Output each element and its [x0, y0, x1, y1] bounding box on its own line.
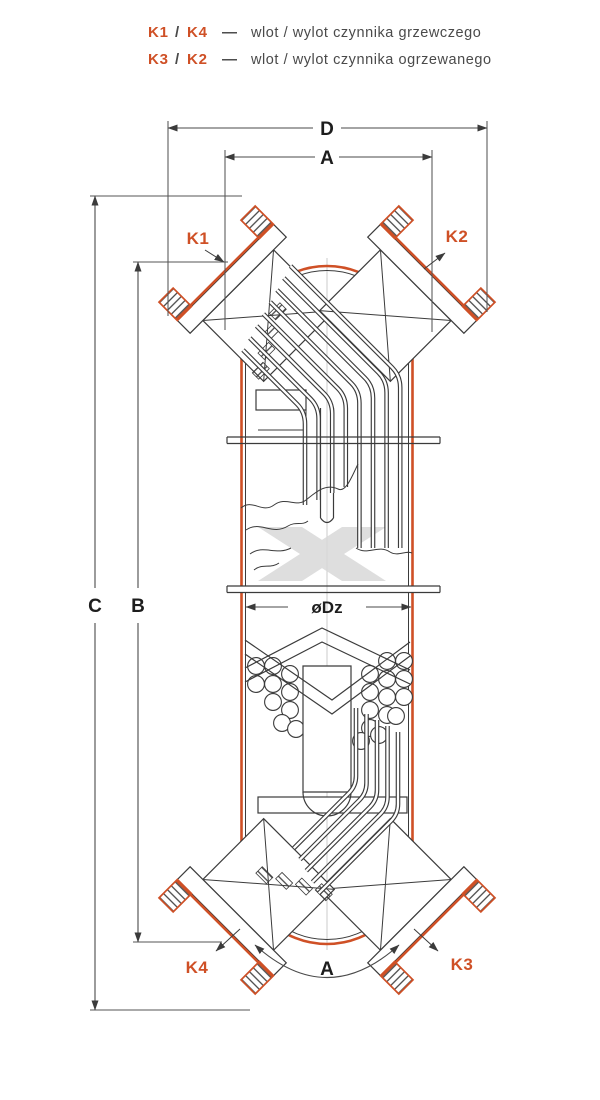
- joint-upper: [226, 436, 441, 445]
- nozzle-label-k1: K1: [187, 229, 210, 248]
- dimension-a-top: A: [224, 148, 433, 332]
- tube-bundle-upper: [241, 264, 403, 548]
- baffle-plate-upper: [255, 389, 307, 470]
- dim-label-a-bottom: A: [320, 959, 334, 980]
- leader-k2: [423, 252, 446, 270]
- shell-walls-orange: [240, 352, 414, 858]
- nozzle-label-k3: K3: [451, 955, 474, 974]
- legend: K1 / K4 — wlot / wylot czynnika grzewcze…: [148, 24, 492, 68]
- legend-slash-1: /: [175, 24, 180, 41]
- legend-code-k4: K4: [187, 24, 208, 41]
- leader-k4: [215, 928, 241, 952]
- dim-label-c: C: [88, 596, 102, 617]
- legend-dash-2: —: [222, 51, 237, 68]
- watermark-logo-icon: [258, 527, 386, 581]
- legend-code-k2: K2: [187, 51, 208, 68]
- legend-slash-2: /: [175, 51, 180, 68]
- dimension-dz: øDz: [245, 598, 412, 617]
- dim-label-b: B: [131, 596, 145, 617]
- dim-label-a-top: A: [320, 148, 334, 169]
- leader-k3: [413, 928, 439, 952]
- nozzle-label-k4: K4: [186, 958, 209, 977]
- dim-arc-a-bottom: [254, 944, 400, 979]
- break-lines: [240, 463, 413, 571]
- dimension-b: B: [131, 261, 228, 943]
- dimension-d: D: [167, 119, 488, 316]
- legend-code-k1: K1: [148, 24, 169, 41]
- legend-desc-1: wlot / wylot czynnika grzewczego: [250, 25, 481, 41]
- nozzle-label-k2: K2: [446, 227, 469, 246]
- legend-desc-2: wlot / wylot czynnika ogrzewanego: [250, 52, 492, 68]
- nozzle-labels: K1 K2 K3 K4: [186, 227, 474, 977]
- legend-dash-1: —: [222, 24, 237, 41]
- coil-chevrons: [244, 627, 411, 715]
- legend-code-k3: K3: [148, 51, 169, 68]
- joint-middle: [226, 585, 441, 594]
- leader-k1: [204, 249, 225, 263]
- dimension-a-bottom: A: [254, 944, 400, 980]
- tube-bundle-lower: [292, 708, 401, 895]
- dimension-c: C: [88, 195, 250, 1011]
- dim-label-dz: øDz: [311, 598, 342, 617]
- dim-label-d: D: [320, 119, 334, 140]
- shell-walls-inner: [245, 352, 409, 858]
